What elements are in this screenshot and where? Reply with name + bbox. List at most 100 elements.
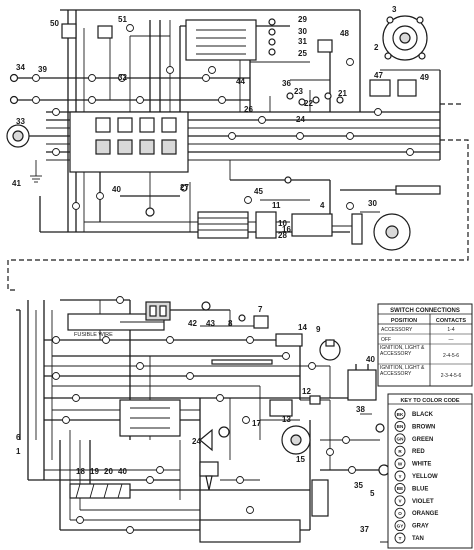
component-number-20: 20 xyxy=(104,467,113,476)
color-name: VIOLET xyxy=(412,499,434,505)
color-key-entry: V VIOLET xyxy=(394,495,434,507)
color-code: O xyxy=(398,511,402,516)
switch-row-contacts: — xyxy=(449,337,454,343)
color-key-entry: T TAN xyxy=(394,532,424,544)
component-number-29: 29 xyxy=(298,15,307,24)
color-key-entry: O ORANGE xyxy=(394,507,438,519)
color-name: ORANGE xyxy=(412,511,438,517)
component-number-2: 2 xyxy=(374,43,379,52)
component-number-9: 9 xyxy=(316,325,321,334)
color-code: GN xyxy=(397,437,405,442)
color-name: YELLOW xyxy=(412,474,438,480)
switch-connections-table: SWITCH CONNECTIONS POSITION CONTACTS ACC… xyxy=(377,303,473,387)
component-number-24: 24 xyxy=(296,115,305,124)
component-number-33: 33 xyxy=(16,117,25,126)
component-number-11: 11 xyxy=(272,201,281,210)
component-number-26: 26 xyxy=(244,105,253,114)
component-number-25: 25 xyxy=(298,49,307,58)
switch-row-position: IGNITION, LIGHT & ACCESSORY xyxy=(380,365,425,377)
component-number-28: 28 xyxy=(278,231,287,240)
component-number-47: 47 xyxy=(374,71,383,80)
component-number-40: 40 xyxy=(366,355,375,364)
component-number-23: 23 xyxy=(294,87,303,96)
component-number-40: 40 xyxy=(112,185,121,194)
color-code-bubble xyxy=(394,445,406,457)
component-number-24: 24 xyxy=(192,437,201,446)
component-number-5: 5 xyxy=(370,489,375,498)
component-number-35: 35 xyxy=(354,481,363,490)
component-number-34: 34 xyxy=(16,63,25,72)
component-number-31: 31 xyxy=(298,37,307,46)
component-number-13: 13 xyxy=(282,415,291,424)
color-code: BN xyxy=(397,424,404,429)
component-number-14: 14 xyxy=(298,323,307,332)
component-number-15: 15 xyxy=(296,455,305,464)
component-number-16: 16 xyxy=(282,225,291,234)
component-number-49: 49 xyxy=(420,73,429,82)
component-number-39: 39 xyxy=(38,65,47,74)
component-number-30: 30 xyxy=(298,27,307,36)
component-number-30: 30 xyxy=(368,199,377,208)
color-code-bubble xyxy=(394,458,406,470)
component-number-43: 43 xyxy=(206,319,215,328)
switch-table-title: SWITCH CONNECTIONS xyxy=(390,308,460,314)
switch-row-contacts: 2-4-5-6 xyxy=(443,353,459,359)
color-code-bubble xyxy=(394,482,406,494)
component-number-3: 3 xyxy=(392,5,397,14)
color-code: Y xyxy=(398,474,401,479)
component-number-4: 4 xyxy=(320,201,325,210)
color-name: BLUE xyxy=(412,486,428,492)
fusible-wire-label: FUSIBLE WIRE xyxy=(74,332,113,338)
color-code-bubble xyxy=(394,507,406,519)
component-number-51: 51 xyxy=(118,15,127,24)
switch-row-position: ACCESSORY xyxy=(381,327,413,333)
component-number-8: 8 xyxy=(228,319,233,328)
color-code-bubble xyxy=(394,532,406,544)
wire-color-markers-upper xyxy=(32,24,414,210)
color-code: T xyxy=(399,536,402,541)
color-code-bubble xyxy=(394,470,406,482)
component-number-45: 45 xyxy=(254,187,263,196)
component-number-7: 7 xyxy=(258,305,263,314)
color-name: BLACK xyxy=(412,412,434,418)
component-number-6: 6 xyxy=(16,433,21,442)
upper-wiring xyxy=(6,9,469,291)
color-code: V xyxy=(398,499,402,504)
color-name: GREEN xyxy=(412,437,433,443)
switch-table-header-contacts: CONTACTS xyxy=(436,318,466,324)
color-code: W xyxy=(398,461,403,466)
color-code: BK xyxy=(397,412,404,417)
component-number-40: 40 xyxy=(118,467,127,476)
switch-table-header-position: POSITION xyxy=(391,318,417,324)
switch-row-contacts: 2-3-4-5-6 xyxy=(441,373,462,379)
color-name: RED xyxy=(412,449,425,455)
color-name: WHITE xyxy=(412,462,431,468)
color-key-entry: BK BLACK xyxy=(394,408,434,420)
lower-wiring xyxy=(16,299,420,543)
wire-color-markers-lower xyxy=(52,296,356,534)
component-number-1: 1 xyxy=(16,447,21,456)
component-number-18: 18 xyxy=(76,467,85,476)
color-code-bubble xyxy=(394,433,406,445)
component-number-21: 21 xyxy=(338,89,347,98)
color-key-entry: GN GREEN xyxy=(394,433,433,445)
component-number-19: 19 xyxy=(90,467,99,476)
color-name: TAN xyxy=(412,536,424,542)
component-number-12: 12 xyxy=(302,387,311,396)
component-number-10: 10 xyxy=(278,219,287,228)
component-number-38: 38 xyxy=(356,405,365,414)
color-code-bubble xyxy=(394,420,406,432)
color-key-entry: W WHITE xyxy=(394,458,431,470)
component-number-44: 44 xyxy=(236,77,245,86)
color-key-entry: Y YELLOW xyxy=(394,470,438,482)
component-number-50: 50 xyxy=(50,19,59,28)
color-key-title: KEY TO COLOR CODE xyxy=(400,398,459,404)
color-name: GRAY xyxy=(412,524,429,530)
